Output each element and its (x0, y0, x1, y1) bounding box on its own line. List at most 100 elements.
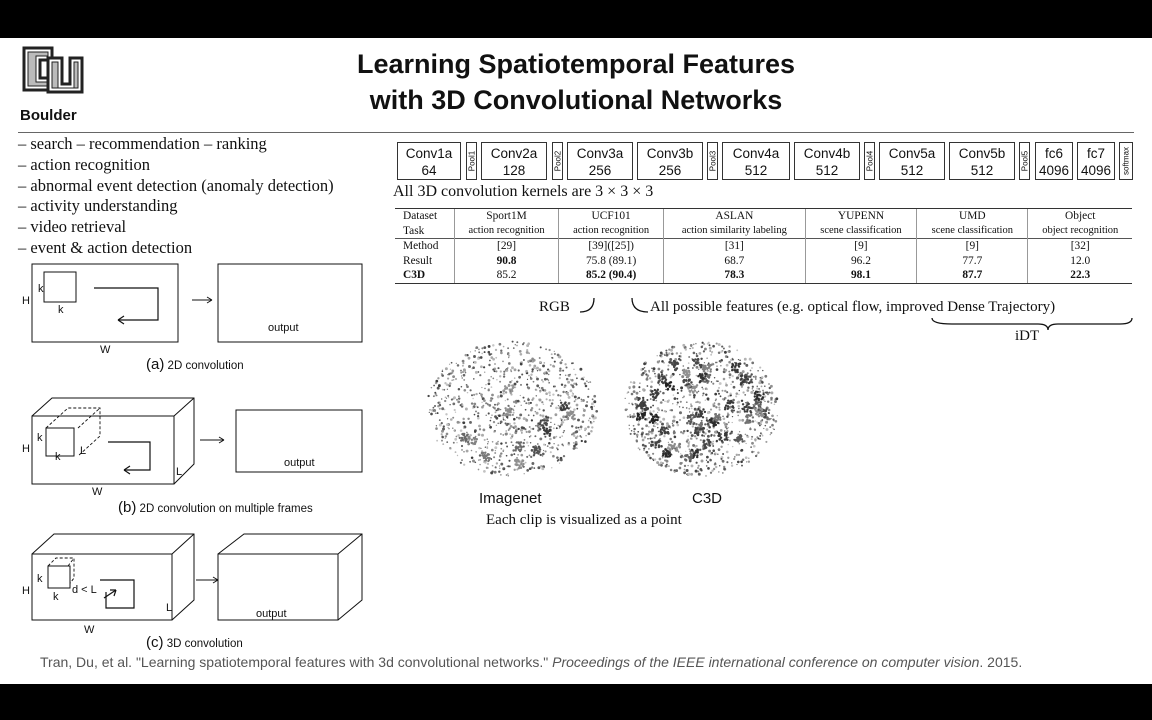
tsne-point (726, 412, 729, 415)
tsne-point (479, 374, 482, 377)
tsne-point (653, 458, 657, 461)
tsne-cluster-point (472, 436, 476, 440)
tsne-cluster-point (708, 373, 712, 377)
tsne-point (544, 450, 547, 453)
tsne-point (762, 399, 765, 401)
tsne-point (528, 374, 530, 377)
tsne-point (480, 365, 483, 369)
tsne-point (722, 465, 726, 469)
tsne-point (671, 440, 674, 444)
tsne-point (659, 461, 663, 465)
tsne-point (450, 398, 453, 401)
tsne-point (499, 390, 503, 394)
tsne-cluster-point (687, 374, 690, 378)
tsne-point (535, 425, 537, 427)
tsne-cluster-point (691, 386, 694, 390)
tsne-cluster-point (512, 449, 515, 452)
tsne-point (562, 415, 566, 419)
tsne-point (493, 407, 496, 410)
tsne-point (497, 443, 500, 445)
tsne-point (526, 378, 529, 381)
tsne-point (733, 409, 735, 412)
tsne-point (529, 376, 532, 378)
table-cell: 12.0 (1027, 253, 1132, 268)
tsne-point (548, 391, 551, 394)
tsne-point (643, 362, 647, 366)
tsne-point (479, 356, 483, 359)
tsne-cluster-point (725, 404, 728, 407)
tsne-point (528, 426, 531, 428)
tsne-cluster-point (741, 440, 744, 443)
tsne-point (483, 438, 486, 441)
tsne-point (446, 418, 449, 420)
tsne-point (688, 448, 691, 451)
tsne-point (563, 419, 566, 421)
tsne-point (506, 367, 509, 369)
tsne-point (628, 402, 630, 405)
tsne-point (480, 395, 483, 398)
tsne-point (504, 441, 508, 445)
tsne-point (522, 445, 525, 448)
tsne-point (463, 378, 466, 381)
tsne-point (654, 425, 656, 428)
tsne-cluster-point (747, 402, 750, 406)
rgb-label: RGB (539, 299, 570, 315)
tsne-point (473, 430, 477, 433)
tsne-point (503, 370, 506, 373)
tsne-point (507, 354, 511, 357)
tsne-cluster-point (693, 389, 697, 392)
tsne-cluster-point (757, 415, 761, 418)
tsne-cluster-point (745, 405, 748, 409)
tsne-point (645, 450, 649, 454)
tsne-point (573, 400, 576, 403)
tsne-point (436, 439, 439, 442)
tsne-point (437, 384, 441, 388)
tsne-point (481, 347, 484, 350)
tsne-point (637, 430, 640, 433)
tsne-cluster-point (734, 365, 737, 368)
tsne-cluster-point (543, 419, 546, 422)
tsne-point (567, 373, 570, 377)
tsne-cluster-point (549, 428, 552, 431)
tsne-point (695, 353, 698, 355)
tsne-point (451, 369, 455, 373)
tsne-point (726, 356, 729, 358)
tsne-cluster-point (693, 386, 697, 389)
tsne-point (644, 444, 647, 448)
citation-authors: Tran, Du, et al. "Learning spatiotempora… (40, 654, 553, 670)
tsne-point (527, 414, 530, 417)
tsne-cluster-point (482, 456, 486, 460)
tsne-point (724, 368, 728, 372)
tsne-point (724, 425, 728, 429)
tsne-point (462, 362, 465, 365)
tsne-point (437, 401, 440, 404)
tsne-point (669, 409, 672, 412)
tsne-point (722, 453, 725, 455)
tsne-point (492, 377, 495, 380)
tsne-point (664, 400, 666, 403)
tsne-point (468, 365, 471, 368)
tsne-point (483, 399, 486, 402)
tsne-point (749, 427, 752, 431)
tsne-point (735, 392, 739, 395)
tsne-point (485, 384, 487, 386)
tsne-point (449, 368, 452, 370)
tsne-point (646, 432, 650, 436)
tsne-point (672, 394, 675, 396)
tsne-point (632, 424, 635, 427)
tsne-point (682, 406, 684, 409)
tsne-point (505, 474, 508, 476)
tsne-point (556, 353, 560, 357)
tsne-point (712, 467, 716, 471)
tsne-point (536, 370, 539, 372)
tsne-cluster-point (543, 432, 546, 436)
tsne-cluster-point (699, 379, 702, 383)
tsne-point (513, 417, 516, 421)
tsne-point (645, 433, 648, 436)
tsne-point (731, 445, 734, 448)
tsne-point (559, 394, 562, 397)
layer-size: 512 (900, 163, 924, 178)
tsne-point (562, 390, 565, 394)
tsne-cluster-point (689, 422, 692, 425)
tsne-point (745, 363, 749, 367)
